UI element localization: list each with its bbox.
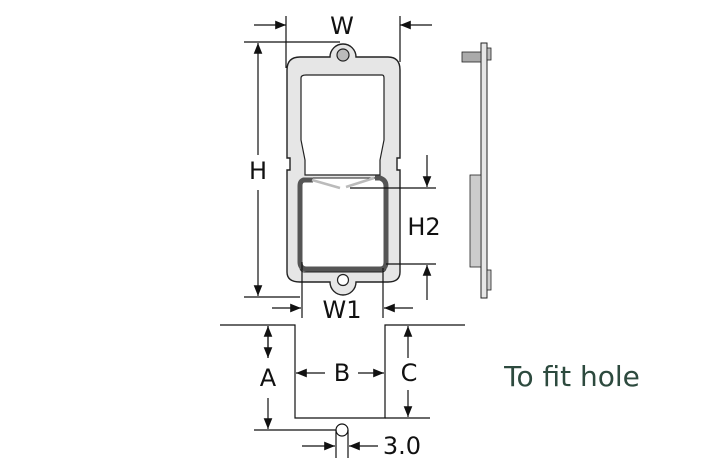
bracket-front-view: [286, 43, 401, 296]
label-a: A: [260, 364, 277, 392]
dimension-h: H: [244, 41, 340, 298]
pin-hole: [335, 423, 349, 437]
top-mount-hole: [336, 48, 350, 62]
label-h: H: [249, 157, 267, 185]
panel-hole-diagram: A B C 3.0: [220, 324, 465, 460]
fit-hole-note: To fit hole: [503, 360, 640, 393]
label-w: W: [330, 12, 354, 40]
label-hole-diameter: 3.0: [383, 432, 421, 460]
label-w1: W1: [323, 296, 362, 324]
label-b: B: [334, 359, 350, 387]
dimension-w: W: [254, 12, 432, 68]
label-h2: H2: [407, 213, 440, 241]
dimension-w1: W1: [272, 262, 413, 324]
bottom-mount-hole: [336, 273, 350, 287]
dimension-h2: H2: [350, 155, 441, 300]
label-c: C: [401, 359, 418, 387]
bracket-side-view: [461, 42, 492, 299]
